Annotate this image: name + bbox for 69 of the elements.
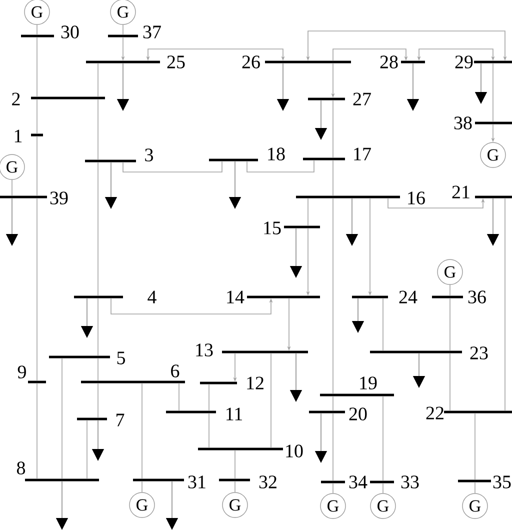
- transmission-line: [332, 396, 334, 412]
- bus-number: 11: [226, 408, 242, 420]
- bus-number: 30: [61, 26, 79, 38]
- bus-number: 1: [14, 130, 22, 142]
- bus-number: 10: [286, 444, 303, 458]
- bus-number: 38: [454, 116, 472, 130]
- transmission-line: [208, 384, 210, 412]
- bus-number: 17: [354, 148, 371, 160]
- transmission-line: [208, 412, 210, 448]
- generator-line: [382, 482, 384, 494]
- bus-number: 33: [401, 476, 419, 488]
- transmission-line: [36, 198, 38, 382]
- bus-number: 27: [353, 92, 371, 106]
- bus-number: 19: [360, 376, 377, 390]
- bus-number: 14: [227, 290, 244, 304]
- transmission-line: [382, 396, 384, 482]
- transmission-line: [382, 298, 384, 352]
- bus-number: 9: [18, 366, 26, 378]
- transmission-line: [332, 48, 408, 62]
- bus-number: 23: [470, 346, 488, 360]
- generator-line: [332, 482, 334, 494]
- bus-number: 21: [452, 186, 470, 198]
- bus-number: 2: [12, 92, 20, 106]
- bus-number: 29: [455, 56, 473, 68]
- transmission-line: [332, 160, 334, 196]
- transmission-line: [332, 100, 334, 158]
- transmission-line: [234, 450, 236, 480]
- bus-number: 25: [167, 56, 185, 68]
- transmission-line: [246, 160, 314, 172]
- transmission-line: [36, 36, 38, 98]
- bus-number: 12: [247, 376, 264, 390]
- bus-number: 32: [259, 476, 276, 488]
- bus-number: 36: [468, 290, 486, 304]
- bus-number: 24: [399, 290, 418, 304]
- bus-number: 20: [349, 408, 367, 420]
- bus-number: 28: [380, 56, 398, 68]
- transmission-line: [36, 136, 38, 196]
- transmission-line: [36, 382, 38, 480]
- generator-line: [36, 24, 38, 36]
- transmission-line: [36, 98, 38, 134]
- bus-number: 13: [196, 344, 213, 356]
- transmission-line: [492, 62, 494, 122]
- transmission-line: [270, 352, 272, 448]
- bus-number: 39: [50, 192, 68, 204]
- transmission-line: [332, 412, 334, 482]
- bus-number: 31: [188, 476, 206, 488]
- bus-number: 8: [16, 462, 26, 474]
- generator-line: [474, 482, 476, 494]
- transmission-line: [504, 198, 506, 412]
- bus-number: 37: [143, 26, 161, 38]
- bus-number: 34: [349, 476, 368, 488]
- transmission-line: [178, 382, 180, 412]
- generator-line: [234, 480, 236, 493]
- bus-number: 4: [148, 290, 156, 304]
- transmission-line: [332, 198, 334, 394]
- bus-number: 18: [268, 148, 285, 160]
- bus-number: 35: [493, 476, 511, 488]
- transmission-line: [474, 412, 476, 480]
- transmission-line: [122, 160, 222, 172]
- bus-number: 6: [171, 364, 180, 378]
- bus-number: 26: [242, 56, 260, 68]
- bus-number: 16: [408, 192, 425, 204]
- bus-number: 15: [264, 222, 281, 234]
- bus-number: 7: [116, 414, 124, 426]
- bus-number: 22: [426, 406, 444, 420]
- bus-number: 5: [117, 352, 125, 364]
- bus-number: 3: [145, 148, 153, 162]
- transmission-line: [86, 420, 88, 480]
- generator-line: [122, 24, 124, 36]
